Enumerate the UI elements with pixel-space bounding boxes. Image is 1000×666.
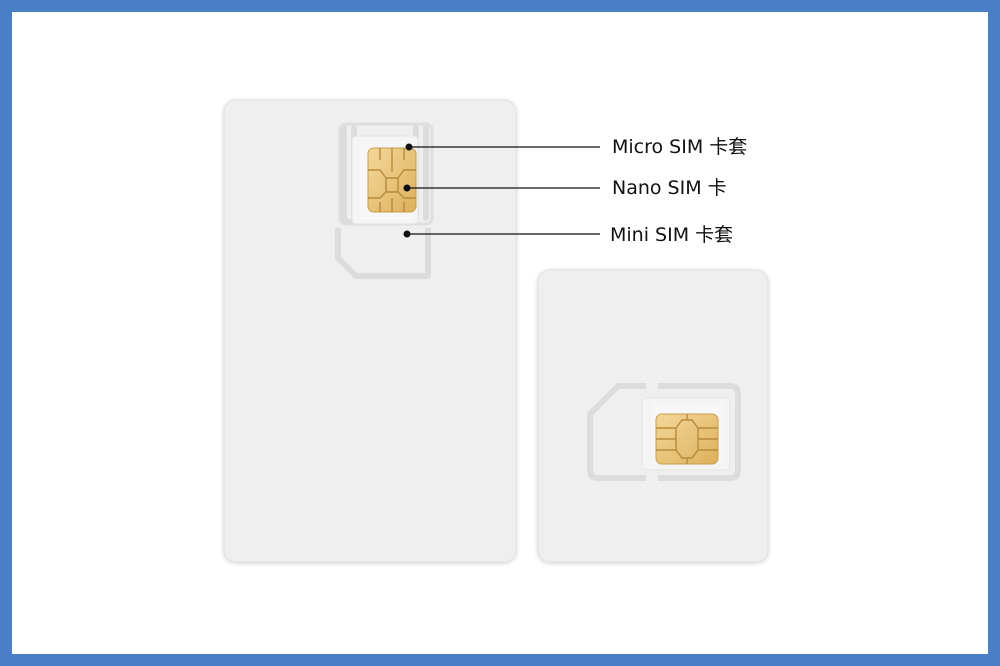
mini-sim-adapter-outline-small bbox=[587, 383, 646, 481]
nano-sim-card-label: Nano SIM 卡 bbox=[612, 177, 727, 199]
mini-sim-adapter-label: Mini SIM 卡套 bbox=[610, 224, 734, 246]
small-sim-card bbox=[537, 269, 769, 563]
large-sim-card bbox=[223, 99, 517, 563]
micro-sim-adapter-label: Micro SIM 卡套 bbox=[612, 136, 748, 158]
nano-sim-chip bbox=[367, 147, 417, 213]
nano-sim-chip-small bbox=[655, 413, 719, 465]
leader-lines bbox=[403, 143, 600, 238]
mini-sim-adapter-outline bbox=[335, 228, 431, 279]
